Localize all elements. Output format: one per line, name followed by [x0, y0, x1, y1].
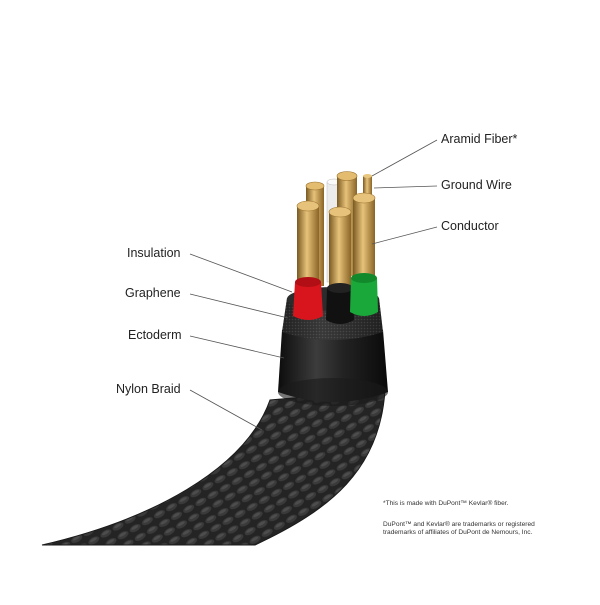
conductor-label: Conductor: [441, 219, 499, 233]
leader-lines: [189, 139, 438, 431]
trademark-footnote-line1: DuPont™ and Kevlar® are trademarks or re…: [383, 521, 535, 528]
black-insulated-conductor: [326, 206, 354, 324]
insulation-label: Insulation: [127, 246, 181, 260]
nylon-braid-label: Nylon Braid: [116, 382, 181, 396]
ectoderm-label: Ectoderm: [128, 328, 182, 342]
green-insulated-conductor: [350, 192, 378, 316]
kevlar-footnote: *This is made with DuPont™ Kevlar® fiber…: [383, 500, 509, 507]
ground-wire-label: Ground Wire: [441, 178, 512, 192]
trademark-footnote-line2: trademarks of affiliates of DuPont de Ne…: [383, 529, 533, 536]
red-insulated-conductor: [293, 200, 323, 320]
nylon-braid-body: [41, 389, 386, 546]
graphene-label: Graphene: [125, 286, 181, 300]
aramid-fiber-label: Aramid Fiber*: [441, 132, 518, 146]
